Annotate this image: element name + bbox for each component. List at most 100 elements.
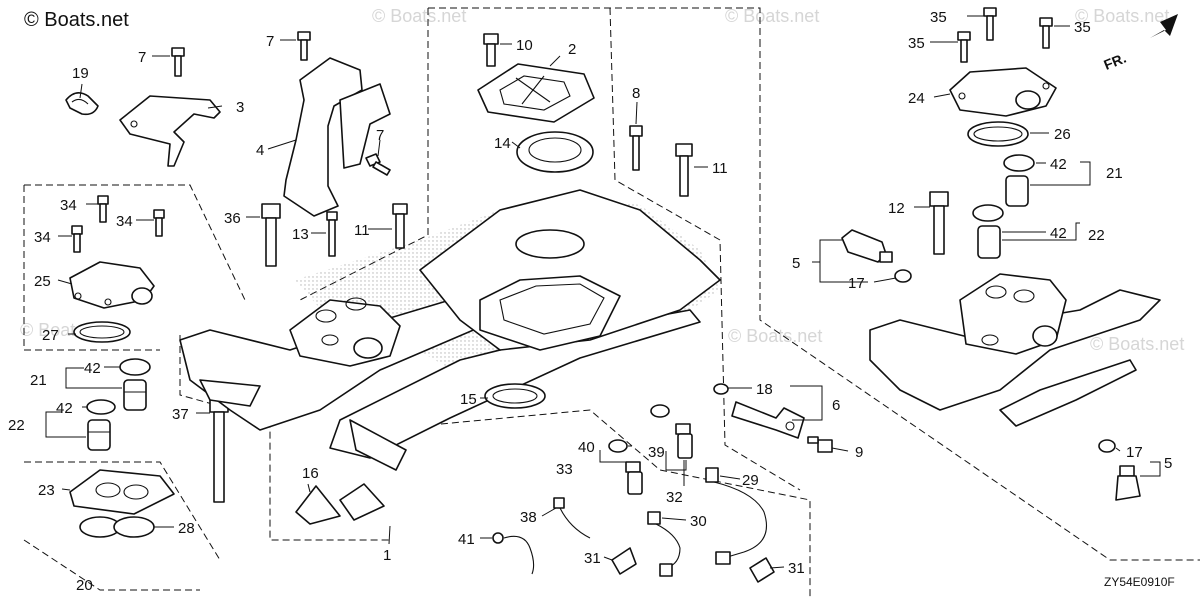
callout-7: 7: [376, 127, 384, 144]
sensor-part: [625, 461, 643, 495]
callout-42: 42: [84, 360, 101, 377]
frame-part: [869, 273, 1161, 427]
bolt-part: [483, 33, 499, 67]
bolt-part: [71, 225, 83, 253]
callout-27: 27: [42, 327, 59, 344]
front-arrow-icon: FR.: [1101, 14, 1178, 73]
watermark: © Boats.net: [1075, 6, 1169, 26]
long-bolt-part: [209, 397, 229, 503]
callout-24: 24: [908, 90, 925, 107]
watermarks: © Boats.net © Boats.net © Boats.net © Bo…: [20, 6, 1184, 354]
callout-5: 5: [1164, 455, 1172, 472]
callout-23: 23: [38, 482, 55, 499]
gasket-part: [295, 483, 385, 525]
callout-22: 22: [8, 417, 25, 434]
callout-7: 7: [266, 33, 274, 50]
callout-37: 37: [172, 406, 189, 423]
bolt-part: [957, 31, 971, 63]
bolt-part: [983, 7, 997, 41]
watermark: © Boats.net: [725, 6, 819, 26]
wire-harness-part: [492, 532, 535, 575]
thermostat-part: [123, 379, 147, 411]
diagram-code: ZY54E0910F: [1104, 575, 1175, 589]
watermark: © Boats.net: [372, 6, 466, 26]
callout-10: 10: [516, 37, 533, 54]
gasket-part: [113, 516, 155, 538]
callout-35: 35: [930, 9, 947, 26]
thermostat-cover-part: [69, 261, 155, 309]
callout-4: 4: [256, 142, 264, 159]
callout-labels: 1 2 3 4 5 5 6 7 7 7 8 9 10 11 11 12 13 1…: [8, 9, 1172, 594]
callout-34: 34: [60, 197, 77, 214]
bolt-part: [171, 47, 185, 77]
callout-26: 26: [1054, 126, 1071, 143]
callout-32: 32: [666, 489, 683, 506]
callout-16: 16: [302, 465, 319, 482]
callout-33: 33: [556, 461, 573, 478]
sensor-part: [731, 401, 805, 439]
callout-21: 21: [30, 372, 47, 389]
callout-11: 11: [712, 160, 728, 177]
bolt-part: [153, 209, 165, 237]
callout-34: 34: [34, 229, 51, 246]
thermostat-part: [1005, 175, 1029, 207]
watermark: © Boats.net: [728, 326, 822, 346]
callout-28: 28: [178, 520, 195, 537]
group-boundaries: [23, 7, 1200, 600]
bolt-part: [629, 125, 643, 171]
ring-part: [650, 404, 670, 418]
callout-34: 34: [116, 213, 133, 230]
ring-part: [608, 439, 628, 453]
ring-part: [1003, 154, 1035, 172]
sensor-part: [841, 229, 893, 263]
callout-36: 36: [224, 210, 241, 227]
wire-harness-part: [647, 511, 681, 577]
callout-7: 7: [138, 49, 146, 66]
callout-15: 15: [460, 391, 477, 408]
bolt-part: [807, 436, 833, 453]
callout-14: 14: [494, 135, 511, 152]
ring-part: [1098, 439, 1116, 453]
clip-part: [749, 557, 775, 583]
bolt-part: [675, 143, 693, 197]
thermostat-part: [87, 419, 111, 451]
callout-12: 12: [888, 200, 905, 217]
callout-40: 40: [578, 439, 595, 456]
callout-13: 13: [292, 226, 309, 243]
stud-part: [326, 211, 338, 257]
watermark: © Boats.net: [1090, 334, 1184, 354]
clip-part: [611, 547, 637, 575]
bolt-part: [97, 195, 109, 223]
callout-38: 38: [520, 509, 537, 526]
bolt-part: [365, 153, 391, 176]
callout-6: 6: [832, 397, 840, 414]
callout-42: 42: [1050, 156, 1067, 173]
callout-5: 5: [792, 255, 800, 272]
top-cover-part: [477, 63, 595, 123]
thermostat-part: [977, 225, 1001, 259]
sensor-part: [675, 423, 693, 459]
wire-harness-part: [705, 467, 768, 565]
callout-1: 1: [383, 547, 391, 564]
callout-2: 2: [568, 41, 576, 58]
bolt-part: [261, 203, 281, 267]
callout-35: 35: [1074, 19, 1091, 36]
bracket-part: [283, 57, 391, 217]
gasket-part: [967, 121, 1029, 147]
callout-17: 17: [848, 275, 865, 292]
clip-part: [65, 92, 99, 116]
wire-harness-part: [553, 497, 591, 539]
ring-part: [894, 269, 912, 283]
ring-part: [713, 383, 729, 395]
bolt-part: [392, 203, 408, 249]
callout-19: 19: [72, 65, 89, 82]
bolt-part: [1039, 17, 1053, 49]
callout-18: 18: [756, 381, 773, 398]
callout-31: 31: [788, 560, 805, 577]
callout-39: 39: [648, 444, 665, 461]
front-label: FR.: [1101, 50, 1128, 73]
cover-plate-part: [69, 469, 175, 515]
sensor-part: [1115, 465, 1141, 501]
brand-logo: © Boats.net: [24, 9, 129, 31]
